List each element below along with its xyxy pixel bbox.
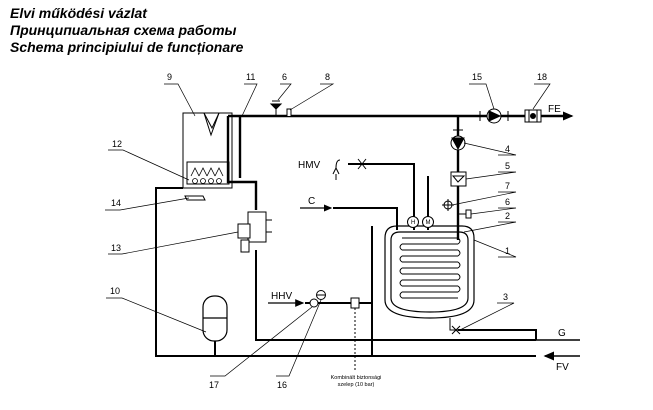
burner-flames — [190, 167, 224, 184]
hhv-pipe — [305, 226, 373, 356]
label-part-4: 4 — [505, 144, 510, 154]
sensor-6-side — [458, 209, 472, 219]
hmv-tap — [332, 158, 367, 180]
label-part-13: 13 — [111, 243, 121, 253]
label-c: C — [308, 196, 315, 207]
label-g: G — [558, 328, 566, 339]
label-fe: FE — [548, 104, 561, 115]
gas-valve-13 — [237, 211, 272, 253]
pump-4 — [450, 129, 466, 151]
label-part-2: 2 — [505, 211, 510, 221]
safety-valve — [350, 297, 360, 370]
title-hungarian: Elvi működési vázlat — [10, 5, 147, 21]
manometer-gauge — [422, 216, 434, 228]
label-hhv: HHV — [271, 291, 292, 302]
label-part-6-side: 6 — [505, 197, 510, 207]
gauge-letter-m: M — [426, 220, 431, 226]
valve-16 — [316, 290, 326, 300]
valve-17 — [309, 298, 319, 308]
label-fv: FV — [556, 362, 569, 373]
thermometer-gauge — [407, 216, 419, 228]
label-part-14: 14 — [111, 198, 121, 208]
label-part-8: 8 — [325, 72, 330, 82]
label-part-9: 9 — [167, 72, 172, 82]
expansion-tank-10 — [202, 295, 228, 342]
air-vent-valve — [269, 100, 283, 116]
title-romanian: Schema principiului de funcționare — [10, 39, 244, 55]
label-hmv: HMV — [298, 160, 321, 171]
label-part-7: 7 — [505, 181, 510, 191]
safety-valve-note-line2: szelep (10 bar) — [338, 382, 375, 388]
flow-meter-18 — [524, 109, 542, 123]
label-part-3: 3 — [503, 292, 508, 302]
gauge-letter-h: H — [411, 220, 415, 226]
label-part-16: 16 — [277, 380, 287, 390]
label-part-11: 11 — [246, 72, 255, 82]
cold-water-pipe — [333, 207, 398, 230]
hot-water-tank — [384, 225, 475, 319]
label-part-12: 12 — [112, 139, 122, 149]
label-part-10: 10 — [110, 286, 120, 296]
diagram-titles: Elvi működési vázlat Принципиальная схем… — [10, 5, 243, 56]
label-part-15: 15 — [472, 72, 482, 82]
three-way-valve-5 — [450, 171, 467, 187]
label-part-17: 17 — [209, 380, 219, 390]
flow-pipe-top — [226, 114, 568, 210]
safety-valve-note-line1: Kombinált biztonsági — [331, 375, 382, 381]
label-part-5: 5 — [505, 161, 510, 171]
leader-lines — [105, 83, 551, 377]
label-part-6-top: 6 — [282, 72, 287, 82]
return-pipes — [155, 187, 537, 357]
title-russian: Принципиальная схема работы — [10, 22, 237, 38]
tank-heating-coil — [399, 237, 461, 299]
label-part-1: 1 — [505, 246, 510, 256]
label-part-18: 18 — [537, 72, 547, 82]
boiler-body — [182, 112, 233, 189]
drain-valve-3 — [449, 318, 466, 335]
temperature-sensor — [286, 108, 292, 116]
